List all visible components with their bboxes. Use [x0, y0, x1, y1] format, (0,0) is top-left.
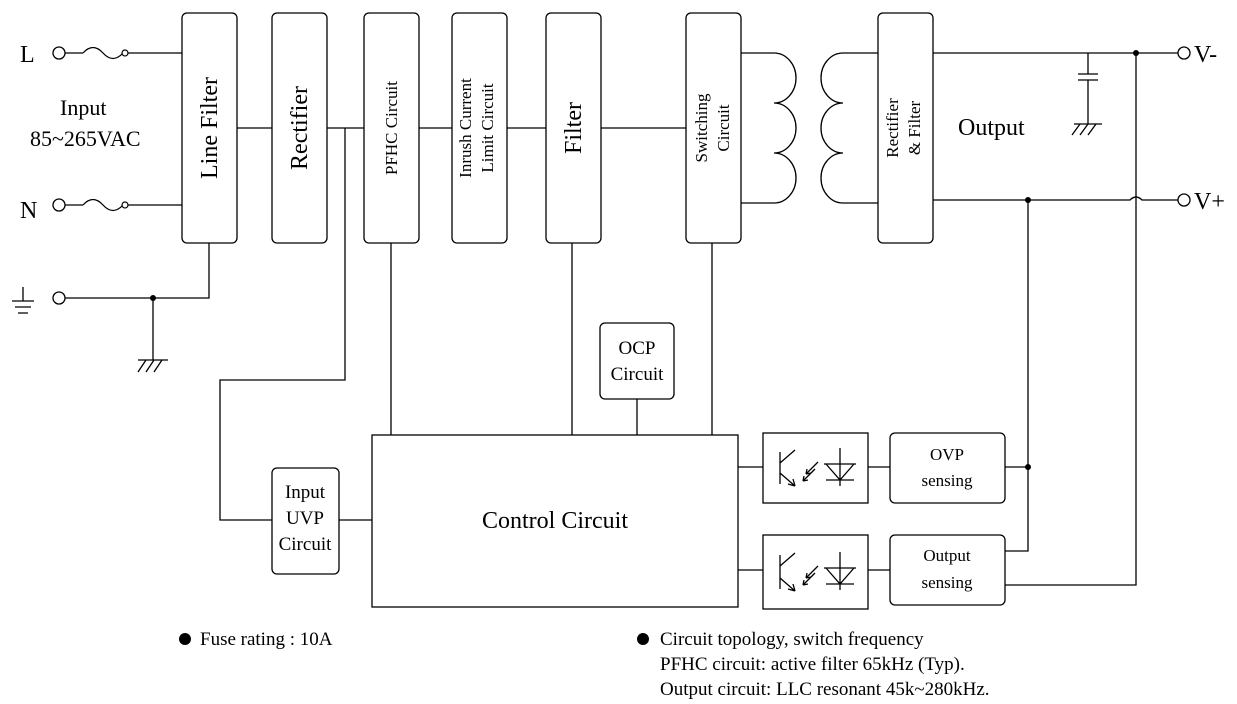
output-label: Output — [958, 115, 1025, 141]
chassis-ground-icon — [137, 298, 168, 373]
capacitor-icon — [1071, 53, 1102, 136]
outsense-label-2: sensing — [922, 573, 974, 592]
bullet-fuse — [179, 633, 191, 645]
transformer-icon — [741, 52, 878, 204]
terminal-v-plus — [1177, 193, 1191, 207]
terminal-earth — [52, 291, 66, 305]
uvp-label-2: UVP — [286, 508, 324, 529]
input-voltage-label: 85~265VAC — [30, 126, 141, 151]
switching-label-1: Switching — [692, 93, 711, 162]
wire-v-plus-rail — [933, 196, 1178, 201]
terminal-n-label: N — [20, 198, 37, 224]
wire-vplus-sensing — [1005, 200, 1029, 552]
earth-ground-icon — [12, 287, 34, 314]
outsense-label-1: Output — [923, 546, 971, 565]
uvp-label-1: Input — [285, 482, 326, 503]
note-topology-output: Output circuit: LLC resonant 45k~280kHz. — [660, 679, 990, 700]
optocoupler-1-icon — [779, 448, 856, 487]
rectifier-filter-block — [877, 12, 934, 244]
optocoupler-2 — [762, 534, 869, 610]
wire-earth-to-filter — [65, 243, 210, 299]
fuse-n-node — [121, 201, 129, 209]
output-sensing-block — [889, 534, 1006, 606]
wire-rectifier-uvp — [219, 128, 346, 521]
control-circuit-block — [371, 434, 739, 608]
uvp-label-3: Circuit — [279, 534, 332, 555]
ovp-label-2: sensing — [922, 471, 974, 490]
ocp-block — [599, 322, 675, 400]
terminal-v-plus-label: V+ — [1194, 189, 1225, 215]
optocoupler-2-icon — [779, 552, 856, 592]
terminal-l — [52, 46, 66, 60]
ocp-label-2: Circuit — [611, 364, 664, 385]
terminal-n — [52, 198, 66, 212]
fuse-n-icon — [82, 198, 124, 212]
input-label: Input — [60, 95, 106, 120]
filter-label: Filter — [561, 102, 587, 154]
bullet-topology — [637, 633, 649, 645]
optocoupler-1 — [762, 432, 869, 504]
ovp-sensing-block — [889, 432, 1006, 504]
rectifier-filter-label-1: Rectifier — [883, 98, 902, 158]
note-fuse-rating: Fuse rating : 10A — [200, 629, 333, 650]
ovp-label-1: OVP — [930, 445, 964, 464]
rectifier-label: Rectifier — [287, 86, 313, 170]
switching-block — [685, 12, 742, 244]
inrush-label-1: Inrush Current — [456, 78, 475, 178]
fuse-l-icon — [82, 46, 124, 60]
inrush-label-2: Limit Circuit — [478, 83, 497, 173]
note-topology-title: Circuit topology, switch frequency — [660, 629, 924, 650]
terminal-l-label: L — [20, 42, 35, 68]
pfhc-label: PFHC Circuit — [382, 81, 401, 175]
terminal-v-minus — [1177, 46, 1191, 60]
switching-label-2: Circuit — [714, 104, 733, 151]
terminal-v-minus-label: V- — [1194, 42, 1217, 68]
rectifier-filter-label-2: & Filter — [905, 101, 924, 156]
note-topology-pfhc: PFHC circuit: active filter 65kHz (Typ). — [660, 654, 965, 675]
line-filter-label: Line Filter — [197, 77, 223, 179]
input-uvp-block — [271, 467, 340, 575]
control-circuit-label: Control Circuit — [482, 508, 628, 534]
wire-vminus-sensing — [1005, 53, 1137, 586]
ocp-label-1: OCP — [619, 338, 656, 359]
fuse-l-node — [121, 49, 129, 57]
